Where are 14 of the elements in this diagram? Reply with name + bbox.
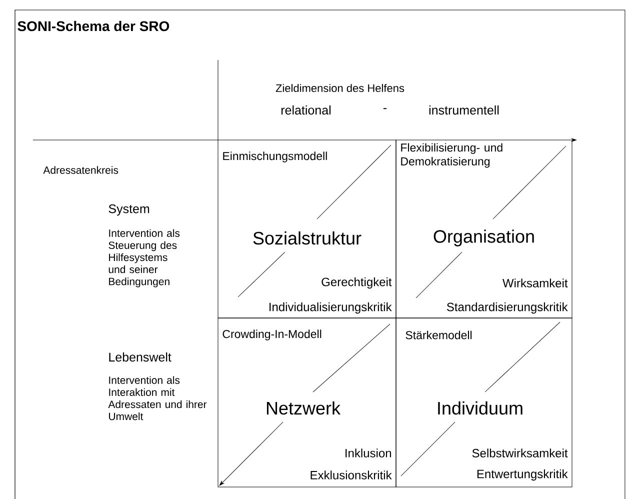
axis-label: System: [108, 204, 150, 216]
axis-label: Intervention als Steuerung des Hilfesystems und seiner Bedingungen: [108, 229, 180, 288]
axis-label: relational: [281, 105, 331, 115]
axis-label: Zieldimension des Helfens: [276, 84, 404, 92]
axis-label: instrumentell: [429, 105, 499, 115]
axis-label: Adressatenkreis: [43, 166, 118, 174]
title: SONI-Schema der SRO: [18, 20, 170, 32]
quadrant-box: Crowding-In-Modell Netzwerk Inklusion Exklusionskritik: [218, 318, 396, 488]
quadrant-box: Einmischungsmodell Sozialstruktur Gerechtigkeit Individualisierungskritik: [218, 140, 396, 318]
axis-label: -: [383, 108, 387, 110]
axis-label: Lebenswelt: [109, 352, 172, 362]
quadrant-box: Flexibilisierung- und Demokratisierung Organisation Wirksamkeit Standardisierungskritik: [396, 140, 572, 318]
quadrant-box: Stärkemodell Individuum Selbstwirksamkeit Entwertungskritik: [396, 318, 572, 488]
axis-label: Intervention als Interaktion mit Adressaten und ihrer Umwelt: [108, 376, 207, 420]
